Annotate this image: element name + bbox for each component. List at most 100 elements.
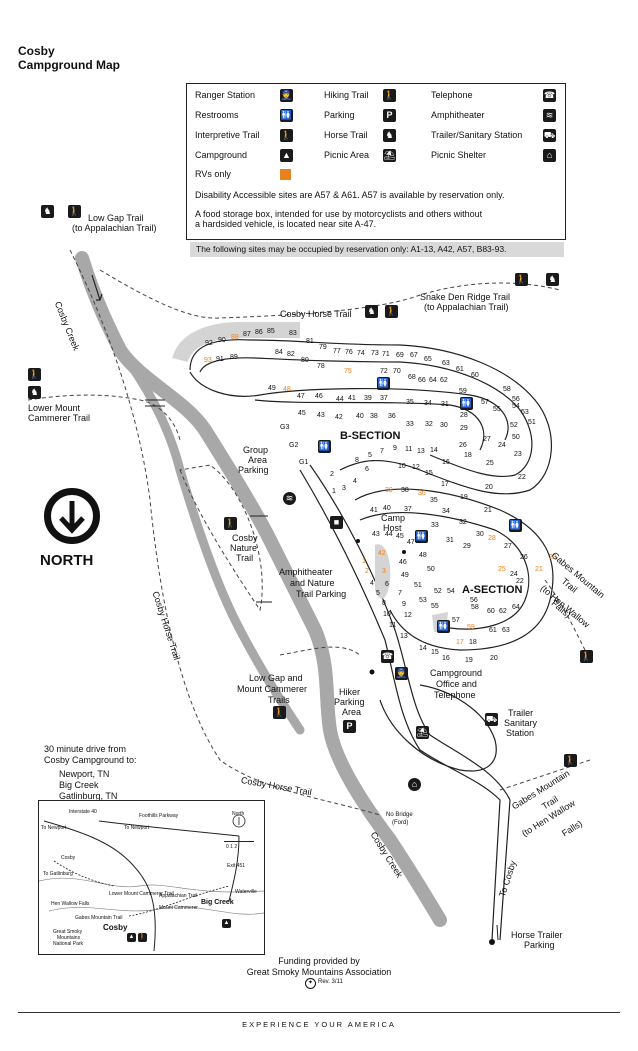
campsite-number: 83: [289, 330, 297, 337]
campsite-number: 20: [490, 655, 498, 662]
picnic-area-icon: ⛱: [383, 149, 396, 162]
campsite-number: 81: [306, 338, 314, 345]
campsite-number: 6: [365, 466, 369, 473]
campsite-number: 66: [418, 377, 426, 384]
campsite-number: 79: [319, 344, 327, 351]
legend-label-campground: Campground: [195, 150, 248, 160]
campsite-number: 31: [441, 401, 449, 408]
ford-label: (Ford): [392, 820, 409, 826]
footer-tagline: EXPERIENCE YOUR AMERICA: [242, 1020, 396, 1029]
footer-divider: [18, 1012, 620, 1013]
parking-icon: P: [383, 109, 396, 122]
telephone-icon: ☎: [381, 650, 394, 663]
legend-box: Ranger Station 👮 Restrooms 🚻 Interpretiv…: [186, 83, 566, 240]
nature-trail-loop: [179, 464, 263, 612]
b-road-band: [172, 322, 300, 363]
inset-campground-icon: ▲: [127, 933, 136, 942]
to-cosby-road: [496, 924, 499, 941]
campsite-number: 46: [399, 559, 407, 566]
campsite-number: 23: [549, 554, 557, 561]
main-road-left: [299, 469, 501, 941]
legend-label-horse: Horse Trail: [324, 130, 368, 140]
campsite-number: 55: [431, 603, 439, 610]
campsite-number: 12: [412, 464, 420, 471]
arrow-down-icon: [59, 501, 85, 534]
drive-label-bigcreek: Big Creek: [59, 780, 99, 790]
revision-label: Rev. 3/11: [318, 979, 343, 985]
campsite-number: 26: [459, 442, 467, 449]
campsite-number: 45: [396, 533, 404, 540]
campsite-number: 49: [401, 572, 409, 579]
campsite-number: 63: [502, 627, 510, 634]
campsite-number: 28: [488, 535, 496, 542]
campsite-number: 38: [401, 487, 409, 494]
campsite-number: 22: [518, 474, 526, 481]
campsite-number: 34: [442, 508, 450, 515]
restrooms-icon: 🚻: [460, 397, 473, 410]
campsite-number: 22: [516, 578, 524, 585]
snake-den-trail-label: Snake Den Ridge Trail: [420, 292, 511, 302]
campsite-number: 19: [465, 657, 473, 664]
inset-lower-mc: Lower Mount Cammerer Trail: [109, 891, 174, 897]
inset-gsmnp-3: National Park: [53, 941, 84, 947]
inset-mt-cammerer: Mount Cammerer: [159, 905, 198, 911]
a-section-loop: [354, 488, 554, 651]
legend-label-restrooms: Restrooms: [195, 110, 239, 120]
creek-branch: [115, 345, 305, 735]
nps-logo-icon: ✦: [305, 978, 316, 989]
campsite-number: 21: [484, 507, 492, 514]
campsite-number: 52: [434, 588, 442, 595]
b-loop-mid: [189, 371, 509, 441]
campsite-number: 17: [441, 481, 449, 488]
office-label-2: Office and: [436, 679, 477, 689]
drive-label-1: 30 minute drive from: [44, 744, 127, 754]
campsite-number: 5: [376, 590, 380, 597]
campsite-number: 35: [406, 399, 414, 406]
campsite-number: 69: [396, 352, 404, 359]
campsite-number: 3: [342, 485, 346, 492]
legend-label-shelter: Picnic Shelter: [431, 150, 487, 160]
picnic-shelter-icon: ⌂: [543, 149, 556, 162]
low-gap-mc-label-1: Low Gap and: [249, 673, 303, 683]
campsite-number: 42: [378, 550, 386, 557]
campsite-number: 33: [406, 421, 414, 428]
horse-parking-dot: [489, 939, 495, 945]
amphitheater-parking-label-2: and Nature: [290, 578, 335, 588]
campsite-number: 49: [268, 385, 276, 392]
campsite-number: 35: [430, 497, 438, 504]
campsite-number: 78: [317, 363, 325, 370]
nature-trail-label-3: Trail: [236, 553, 254, 563]
legend-label-picnic: Picnic Area: [324, 150, 370, 160]
campsite-number: 43: [372, 531, 380, 538]
legend-label-ranger: Ranger Station: [195, 90, 256, 100]
legend-label-interpretive: Interpretive Trail: [195, 130, 260, 140]
low-gap-trail-sublabel: (to Appalachian Trail): [72, 223, 157, 233]
campsite-number: 33: [431, 522, 439, 529]
campsite-number: 15: [431, 649, 439, 656]
north-label: NORTH: [40, 552, 94, 569]
funding-line2: Great Smoky Mountains Association: [246, 967, 392, 977]
campsite-number: 43: [317, 412, 325, 419]
campsite-number: 65: [424, 356, 432, 363]
restrooms-icon: 🚻: [280, 109, 293, 122]
inset-interstate: Interstate 40: [69, 809, 97, 815]
campsite-number: 68: [408, 374, 416, 381]
campsite-number: 16: [442, 655, 450, 662]
accessible-note: Disability Accessible sites are A57 & A6…: [195, 190, 505, 200]
inset-hen-wallow: Hen Wallow Falls: [51, 901, 90, 907]
campsite-number: 24: [510, 571, 518, 578]
a-gray-patch: [375, 544, 391, 599]
campsite-number: 11: [389, 622, 397, 629]
horse-trail-icon: ♞: [365, 305, 378, 318]
parking-icon: P: [343, 720, 356, 733]
inset-gsmnp-1: Great Smoky: [53, 929, 83, 935]
b-section-inner-loop: [199, 357, 533, 478]
office-label-1: Campground: [430, 668, 483, 678]
camp-host-label-1: Camp: [381, 513, 406, 523]
low-gap-mc-label-3: Trails: [268, 695, 290, 705]
campsite-number: 14: [419, 645, 427, 652]
b-section-label: B-SECTION: [340, 430, 401, 442]
campsite-number: 51: [528, 419, 536, 426]
a-section-inner: [359, 511, 530, 630]
drive-label-newport: Newport, TN: [59, 769, 110, 779]
